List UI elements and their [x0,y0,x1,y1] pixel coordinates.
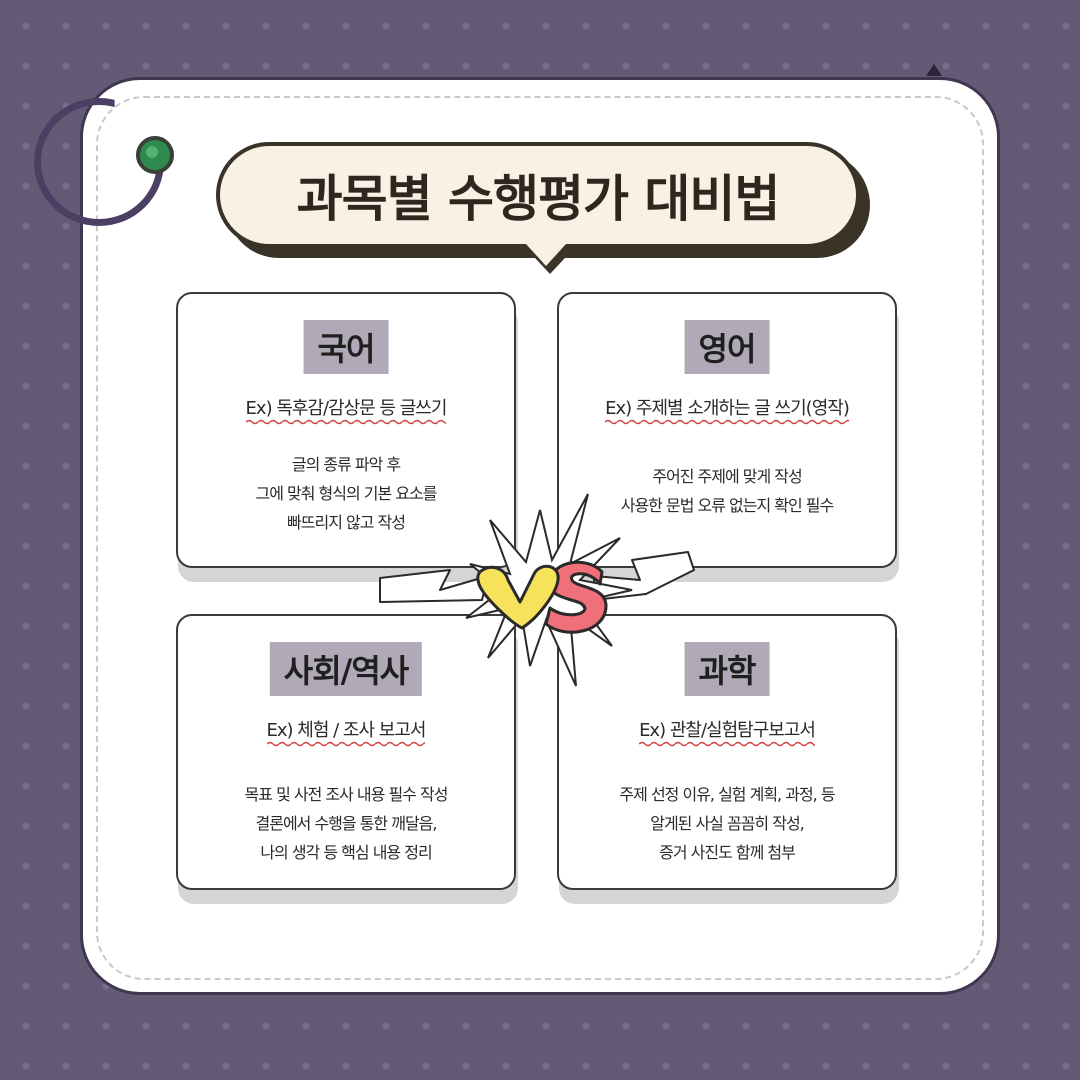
desc-line: 주어진 주제에 맞게 작성 [652,467,802,486]
subject-card-science: 과학 Ex) 관찰/실험탐구보고서 주제 선정 이유, 실험 계획, 과정, 등… [557,614,897,890]
title-bubble: 과목별 수행평가 대비법 [216,142,860,248]
desc-line: 결론에서 수행을 통한 깨달음, [255,814,438,833]
vs-label: VS [370,490,372,491]
subject-example: Ex) 독후감/감상문 등 글쓰기 [178,394,514,425]
desc-line: 사용한 문법 오류 없는지 확인 필수 [620,496,835,515]
subject-label: 사회/역사 [269,642,423,696]
subject-label: 과학 [684,642,770,696]
desc-line: 글의 종류 파악 후 [291,455,401,474]
subject-description: 목표 및 사전 조사 내용 필수 작성 결론에서 수행을 통한 깨달음, 나의 … [178,780,514,867]
subject-example: Ex) 체험 / 조사 보고서 [178,716,514,747]
subject-description: 글의 종류 파악 후 그에 맞춰 형식의 기본 요소를 빠뜨리지 않고 작성 [178,450,514,537]
desc-line: 주제 선정 이유, 실험 계획, 과정, 등 [619,785,835,804]
subject-label: 국어 [303,320,389,374]
vs-burst-graphic: VS [370,490,695,687]
zigzag-band-left [379,569,489,603]
dashed-border [96,96,984,980]
desc-line: 증거 사진도 함께 첨부 [659,843,796,862]
example-text: Ex) 주제별 소개하는 글 쓰기(영작) [605,398,850,425]
subject-description: 주어진 주제에 맞게 작성 사용한 문법 오류 없는지 확인 필수 [559,462,895,520]
subject-card-english: 영어 Ex) 주제별 소개하는 글 쓰기(영작) 주어진 주제에 맞게 작성 사… [557,292,897,568]
subject-label: 영어 [684,320,770,374]
desc-line: 그에 맞춰 형식의 기본 요소를 [255,484,438,503]
subject-description: 주제 선정 이유, 실험 계획, 과정, 등 알게된 사실 꼼꼼히 작성, 증거… [559,780,895,867]
example-text: Ex) 관찰/실험탐구보고서 [639,720,816,747]
subject-example: Ex) 주제별 소개하는 글 쓰기(영작) [559,394,895,425]
vs-letter-v [476,564,560,630]
desc-line: 알게된 사실 꼼꼼히 작성, [650,814,805,833]
corner-triangle-decoration [926,64,942,76]
page-title: 과목별 수행평가 대비법 [296,170,781,228]
pin-icon [136,136,174,174]
example-text: Ex) 독후감/감상문 등 글쓰기 [245,398,447,425]
subject-card-korean: 국어 Ex) 독후감/감상문 등 글쓰기 글의 종류 파악 후 그에 맞춰 형식… [176,292,516,568]
example-text: Ex) 체험 / 조사 보고서 [266,720,426,747]
subject-card-social-history: 사회/역사 Ex) 체험 / 조사 보고서 목표 및 사전 조사 내용 필수 작… [176,614,516,890]
desc-line: 목표 및 사전 조사 내용 필수 작성 [244,785,449,804]
title-bubble-tail [522,244,578,274]
subject-example: Ex) 관찰/실험탐구보고서 [559,716,895,747]
desc-line: 나의 생각 등 핵심 내용 정리 [260,843,432,862]
desc-line: 빠뜨리지 않고 작성 [287,513,406,532]
